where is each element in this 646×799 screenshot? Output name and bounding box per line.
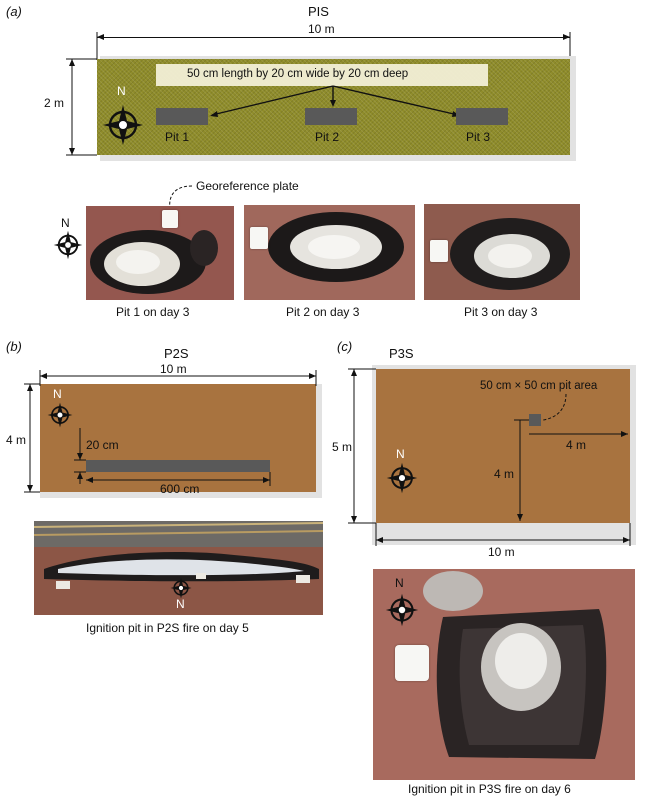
compass-icon — [385, 593, 419, 627]
panel-b-height-label: 4 m — [6, 433, 27, 447]
panel-a-north-label: N — [117, 84, 126, 98]
panel-b-gap-label: 20 cm — [86, 438, 119, 452]
p2s-photo-north-label: N — [176, 597, 185, 611]
compass-icon — [386, 462, 418, 494]
pit-2-photo — [244, 205, 415, 300]
panel-c-offset-y-label: 4 m — [494, 467, 515, 481]
panel-c-title: P3S — [389, 346, 414, 361]
p3s-photo-north-label: N — [395, 576, 404, 590]
compass-icon — [103, 105, 143, 145]
panel-c-offset-x-label: 4 m — [566, 438, 587, 452]
panel-c-label: (c) — [337, 339, 353, 354]
pit-2-rect — [305, 108, 357, 125]
panel-c-plot — [376, 369, 630, 523]
panel-a-pit-note: 50 cm length by 20 cm wide by 20 cm deep — [187, 68, 409, 80]
panel-c-pit-rect — [529, 414, 541, 426]
panel-a-label: (a) — [6, 4, 22, 19]
p2s-ignition-photo: N — [34, 521, 323, 615]
pit-1-caption: Pit 1 on day 3 — [116, 305, 190, 319]
panel-c-pit-area-label: 50 cm × 50 cm pit area — [480, 380, 598, 392]
panel-b-title: P2S — [164, 346, 189, 361]
pit-3-rect — [456, 108, 508, 125]
panel-a-width-label: 10 m — [308, 22, 335, 36]
p3s-photo-caption: Ignition pit in P3S fire on day 6 — [408, 782, 571, 796]
panel-b-length-label: 600 cm — [160, 482, 200, 496]
panel-c-width-label: 10 m — [488, 545, 515, 559]
georeference-plate — [250, 227, 268, 249]
pit-2-caption: Pit 2 on day 3 — [286, 305, 360, 319]
photo-row-north-label: N — [61, 216, 70, 230]
panel-b-pit-rect — [86, 460, 270, 472]
compass-icon — [53, 230, 83, 260]
panel-b-width-label: 10 m — [160, 362, 187, 376]
pit-1-photo — [86, 206, 234, 300]
georeference-plate — [162, 210, 178, 228]
panel-b-north-label: N — [53, 387, 62, 401]
panel-c-height-label: 5 m — [332, 440, 353, 454]
georeference-plate — [430, 240, 448, 262]
panel-a-width-line — [97, 37, 570, 38]
panel-a-height-label: 2 m — [44, 96, 65, 110]
georeference-label: Georeference plate — [196, 179, 299, 193]
pit-1-rect — [156, 108, 208, 125]
panel-a-note-box — [156, 64, 488, 86]
p3s-ignition-photo: N — [373, 569, 635, 780]
georeference-plate — [395, 645, 429, 681]
pit-3-photo — [424, 204, 580, 300]
panel-c-north-label: N — [396, 447, 405, 461]
pit-3-caption: Pit 3 on day 3 — [464, 305, 538, 319]
panel-a-title: PIS — [308, 4, 329, 19]
pit-2-label: Pit 2 — [315, 130, 340, 144]
pit-1-label: Pit 1 — [165, 130, 190, 144]
pit-3-label: Pit 3 — [466, 130, 491, 144]
compass-icon — [170, 577, 192, 599]
compass-icon — [47, 402, 73, 428]
panel-b-label: (b) — [6, 339, 22, 354]
p2s-photo-caption: Ignition pit in P2S fire on day 5 — [86, 621, 249, 635]
